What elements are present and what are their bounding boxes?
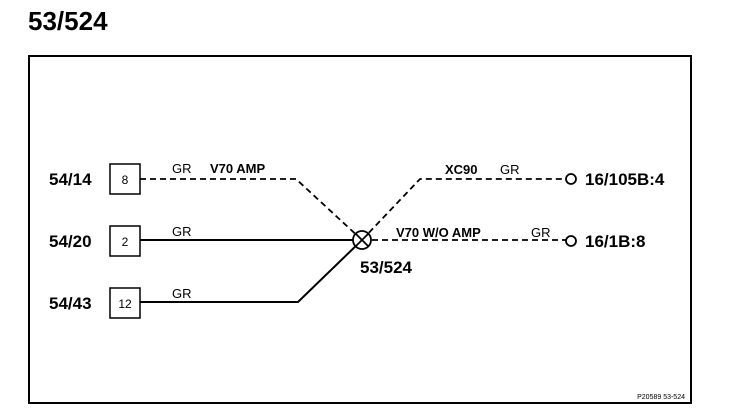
- pin-number-12: 12: [118, 297, 132, 311]
- wire-color-label: GR: [172, 224, 192, 239]
- pin-box-8: [109, 163, 141, 195]
- pin-number-2: 2: [122, 235, 129, 249]
- splice-label: 53/524: [360, 258, 413, 277]
- connector-label-54-20: 54/20: [49, 232, 92, 251]
- variant-label-v70-wo-amp: V70 W/O AMP: [396, 225, 481, 240]
- figure-code: P20589 53-524: [637, 394, 685, 401]
- connector-label-16-1b-8: 16/1B:8: [585, 232, 645, 251]
- connector-label-54-43: 54/43: [49, 294, 92, 313]
- pin-number-8: 8: [122, 173, 129, 187]
- variant-label-xc90: XC90: [445, 162, 478, 177]
- diagram-frame: [28, 55, 692, 404]
- connector-label-16-105b-4: 16/105B:4: [585, 170, 665, 189]
- wire-54-43: [140, 239, 363, 303]
- splice-symbol: [352, 230, 372, 250]
- wire-color-label: GR: [500, 162, 520, 177]
- terminal-16-1b-8: [565, 235, 577, 247]
- page-title: 53/524: [28, 6, 108, 36]
- pin-box-2: [109, 225, 141, 257]
- variant-label-v70-amp: V70 AMP: [210, 161, 265, 176]
- wire-color-label: GR: [172, 286, 192, 301]
- wire-color-label: GR: [172, 161, 192, 176]
- wire-color-label: GR: [531, 225, 551, 240]
- connector-label-54-14: 54/14: [49, 170, 92, 189]
- wire-v70-amp: [140, 178, 363, 241]
- terminal-16-105b-4: [565, 173, 577, 185]
- wire-xc90: [361, 178, 568, 241]
